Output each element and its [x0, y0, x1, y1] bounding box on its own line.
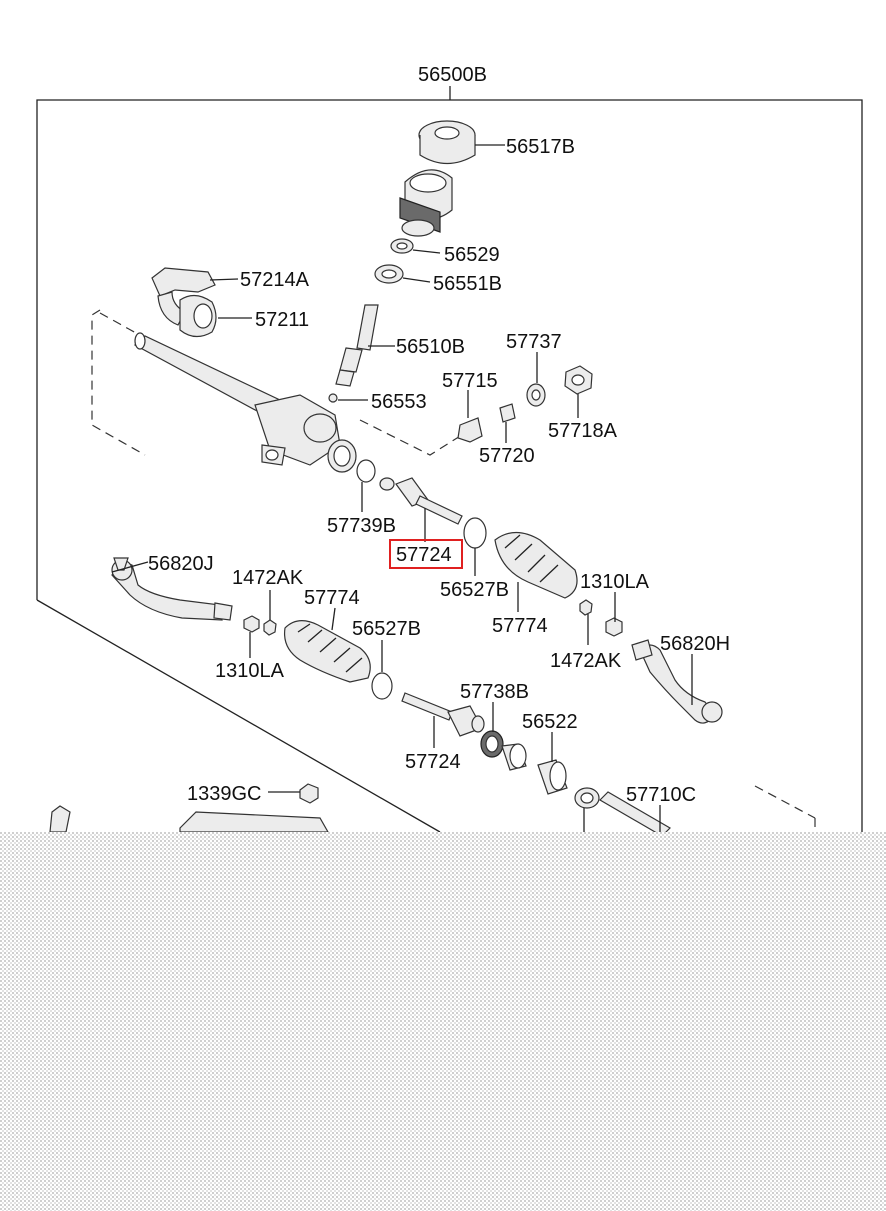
label-57774-right[interactable]: 57774	[492, 615, 548, 637]
label-56820J[interactable]: 56820J	[148, 553, 214, 575]
highlight-box-57724	[389, 539, 463, 569]
label-57724-lower[interactable]: 57724	[405, 751, 461, 773]
label-57724-highlighted[interactable]: 57724	[396, 544, 452, 566]
ring-part-57738B	[480, 730, 504, 758]
label-1472AK-right[interactable]: 1472AK	[550, 650, 622, 672]
label-56553[interactable]: 56553	[371, 391, 427, 413]
inner-tie-rod-lower-part	[401, 692, 485, 737]
lock-nut-part	[564, 365, 593, 395]
clamp-bracket-part	[151, 267, 216, 326]
label-57720[interactable]: 57720	[479, 445, 535, 467]
tie-rod-end-right-part	[631, 639, 723, 724]
label-1310LA-left[interactable]: 1310LA	[215, 660, 285, 682]
label-56517B[interactable]: 56517B	[506, 136, 575, 158]
yoke-plug-part	[457, 417, 483, 443]
rack-housing-part	[133, 332, 357, 473]
tie-rod-end-left-part	[111, 557, 233, 621]
bearing-part-56551B	[374, 264, 404, 284]
label-56510B[interactable]: 56510B	[396, 336, 465, 358]
label-56527B-left[interactable]: 56527B	[352, 618, 421, 640]
label-57214A[interactable]: 57214A	[240, 269, 310, 291]
leader-lines	[111, 144, 693, 832]
label-57710C[interactable]: 57710C	[626, 784, 696, 806]
bushing-part-56522	[537, 759, 568, 795]
label-57774-left[interactable]: 57774	[304, 587, 360, 609]
assembly-frame	[36, 86, 863, 840]
washer-left-part	[263, 619, 277, 636]
yoke-spring-part	[499, 403, 516, 423]
housing-cover-part	[179, 811, 330, 833]
label-56551B[interactable]: 56551B	[433, 273, 502, 295]
dashed-guide-lines	[91, 309, 816, 832]
rack-bar-part	[599, 791, 671, 837]
label-56529[interactable]: 56529	[444, 244, 500, 266]
nut-left-part	[243, 615, 260, 633]
label-57715[interactable]: 57715	[442, 370, 498, 392]
label-56820H[interactable]: 56820H	[660, 633, 730, 655]
bushing-part	[179, 294, 217, 338]
label-1310LA-right[interactable]: 1310LA	[580, 571, 650, 593]
label-56522[interactable]: 56522	[522, 711, 578, 733]
bolt-part-1339GC	[299, 783, 319, 804]
part-labels: 56500B 56517B 56529 56551B 57214A 57211 …	[148, 64, 730, 806]
washer-right-part	[579, 599, 593, 616]
pinion-shaft-part	[328, 304, 379, 403]
washer-part-56529	[390, 238, 414, 254]
label-56527B-right[interactable]: 56527B	[440, 579, 509, 601]
label-57718A[interactable]: 57718A	[548, 420, 618, 442]
nut-right-part	[605, 617, 623, 637]
label-1339GC[interactable]: 1339GC	[187, 783, 262, 805]
label-57739B[interactable]: 57739B	[327, 515, 396, 537]
o-ring-part	[356, 459, 376, 483]
label-57737[interactable]: 57737	[506, 331, 562, 353]
label-57738B[interactable]: 57738B	[460, 681, 529, 703]
bushing-part-lower-right	[574, 787, 600, 809]
bushing-part-lower-left	[501, 743, 527, 771]
dust-boot-left-part	[283, 620, 371, 683]
mount-insulator-part	[399, 120, 476, 237]
label-56500B[interactable]: 56500B	[418, 64, 487, 86]
bottom-left-stud-part	[49, 805, 71, 833]
inner-tie-rod-upper-part	[379, 477, 463, 525]
loading-overlay	[0, 832, 886, 1211]
label-1472AK-left[interactable]: 1472AK	[232, 567, 304, 589]
boot-clamp-lower-part	[371, 672, 393, 700]
yoke-bearing-part	[526, 383, 546, 407]
dust-boot-right-part	[494, 531, 578, 599]
boot-clamp-upper-part	[463, 517, 487, 549]
label-57211[interactable]: 57211	[255, 309, 309, 331]
